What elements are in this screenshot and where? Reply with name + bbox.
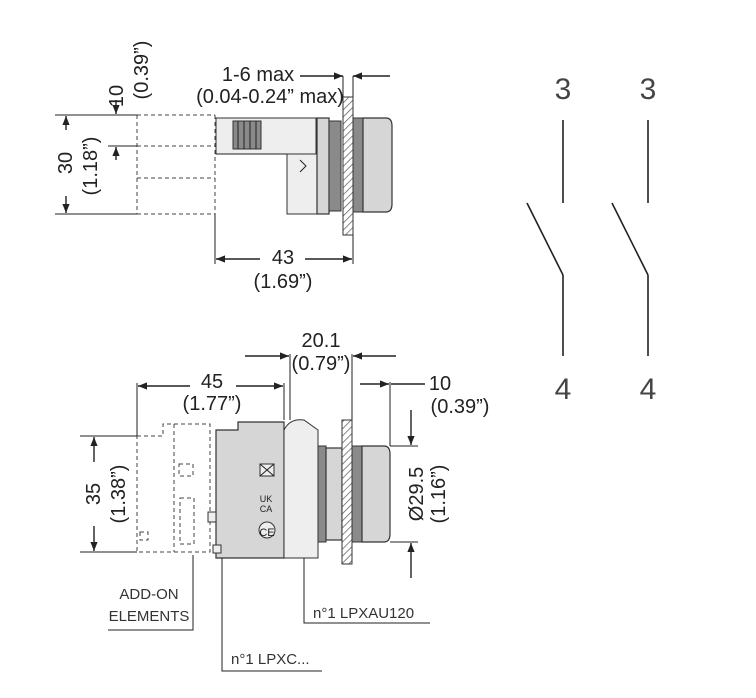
label-addon-2: ELEMENTS: [109, 608, 190, 625]
dim-spacing: 10: [106, 85, 128, 107]
contact-2-top-terminal: 3: [640, 73, 657, 106]
dim-diameter-in: (1.16”): [428, 465, 450, 524]
ca-mark: CA: [260, 504, 273, 514]
dim-offset: 20.1: [302, 330, 341, 352]
dim-side-height-in: (1.38”): [108, 465, 130, 524]
dim-diameter: Ø29.5: [406, 467, 428, 521]
dim-depth: 43: [272, 247, 294, 269]
dim-lens-depth: 10: [429, 373, 451, 395]
side-view: CE UK CA 45 (1.77”) 20.1 (0.79”): [80, 330, 490, 672]
contact-2-bottom-terminal: 4: [640, 373, 657, 406]
pushbutton-head-side: [351, 445, 391, 543]
pushbutton-head-top: [352, 117, 393, 213]
dim-panel-thickness-in: (0.04-0.24” max): [196, 86, 344, 108]
dim-offset-in: (0.79”): [292, 353, 351, 375]
ce-mark: CE: [259, 527, 274, 539]
contact-block-top: [215, 117, 342, 215]
top-view: 1-6 max (0.04-0.24” max) 30 (1.18”) 10 (…: [55, 41, 393, 293]
contact-1-top-terminal: 3: [555, 73, 572, 106]
dim-spacing-in: (0.39”): [131, 41, 153, 100]
dim-lens-depth-in: (0.39”): [431, 396, 490, 418]
dim-height: 30: [55, 152, 77, 174]
dim-side-height: 35: [83, 483, 105, 505]
addon-elements-outline: [136, 423, 211, 553]
panel-top: [342, 96, 354, 236]
contact-2: 3 4: [611, 73, 657, 406]
label-addon-1: ADD-ON: [119, 586, 178, 603]
contact-schematic: 3 4 3 4: [526, 73, 657, 406]
dim-depth-in: (1.69”): [254, 271, 313, 293]
contact-1-bottom-terminal: 4: [555, 373, 572, 406]
addon-dashed-outline: [136, 114, 216, 215]
dim-width-in: (1.77”): [183, 393, 242, 415]
label-lpxau120: n°1 LPXAU120: [313, 605, 414, 622]
contact-block-lpxc: CE UK CA: [207, 421, 285, 559]
dim-width: 45: [201, 371, 223, 393]
dim-panel-thickness: 1-6 max: [222, 64, 294, 86]
uk-mark: UK: [260, 494, 273, 504]
adapter-lpxau120: [283, 419, 343, 559]
label-lpxc: n°1 LPXC...: [231, 651, 310, 668]
contact-1: 3 4: [526, 73, 572, 406]
panel-side: [341, 419, 353, 565]
dim-height-in: (1.18”): [80, 137, 102, 196]
